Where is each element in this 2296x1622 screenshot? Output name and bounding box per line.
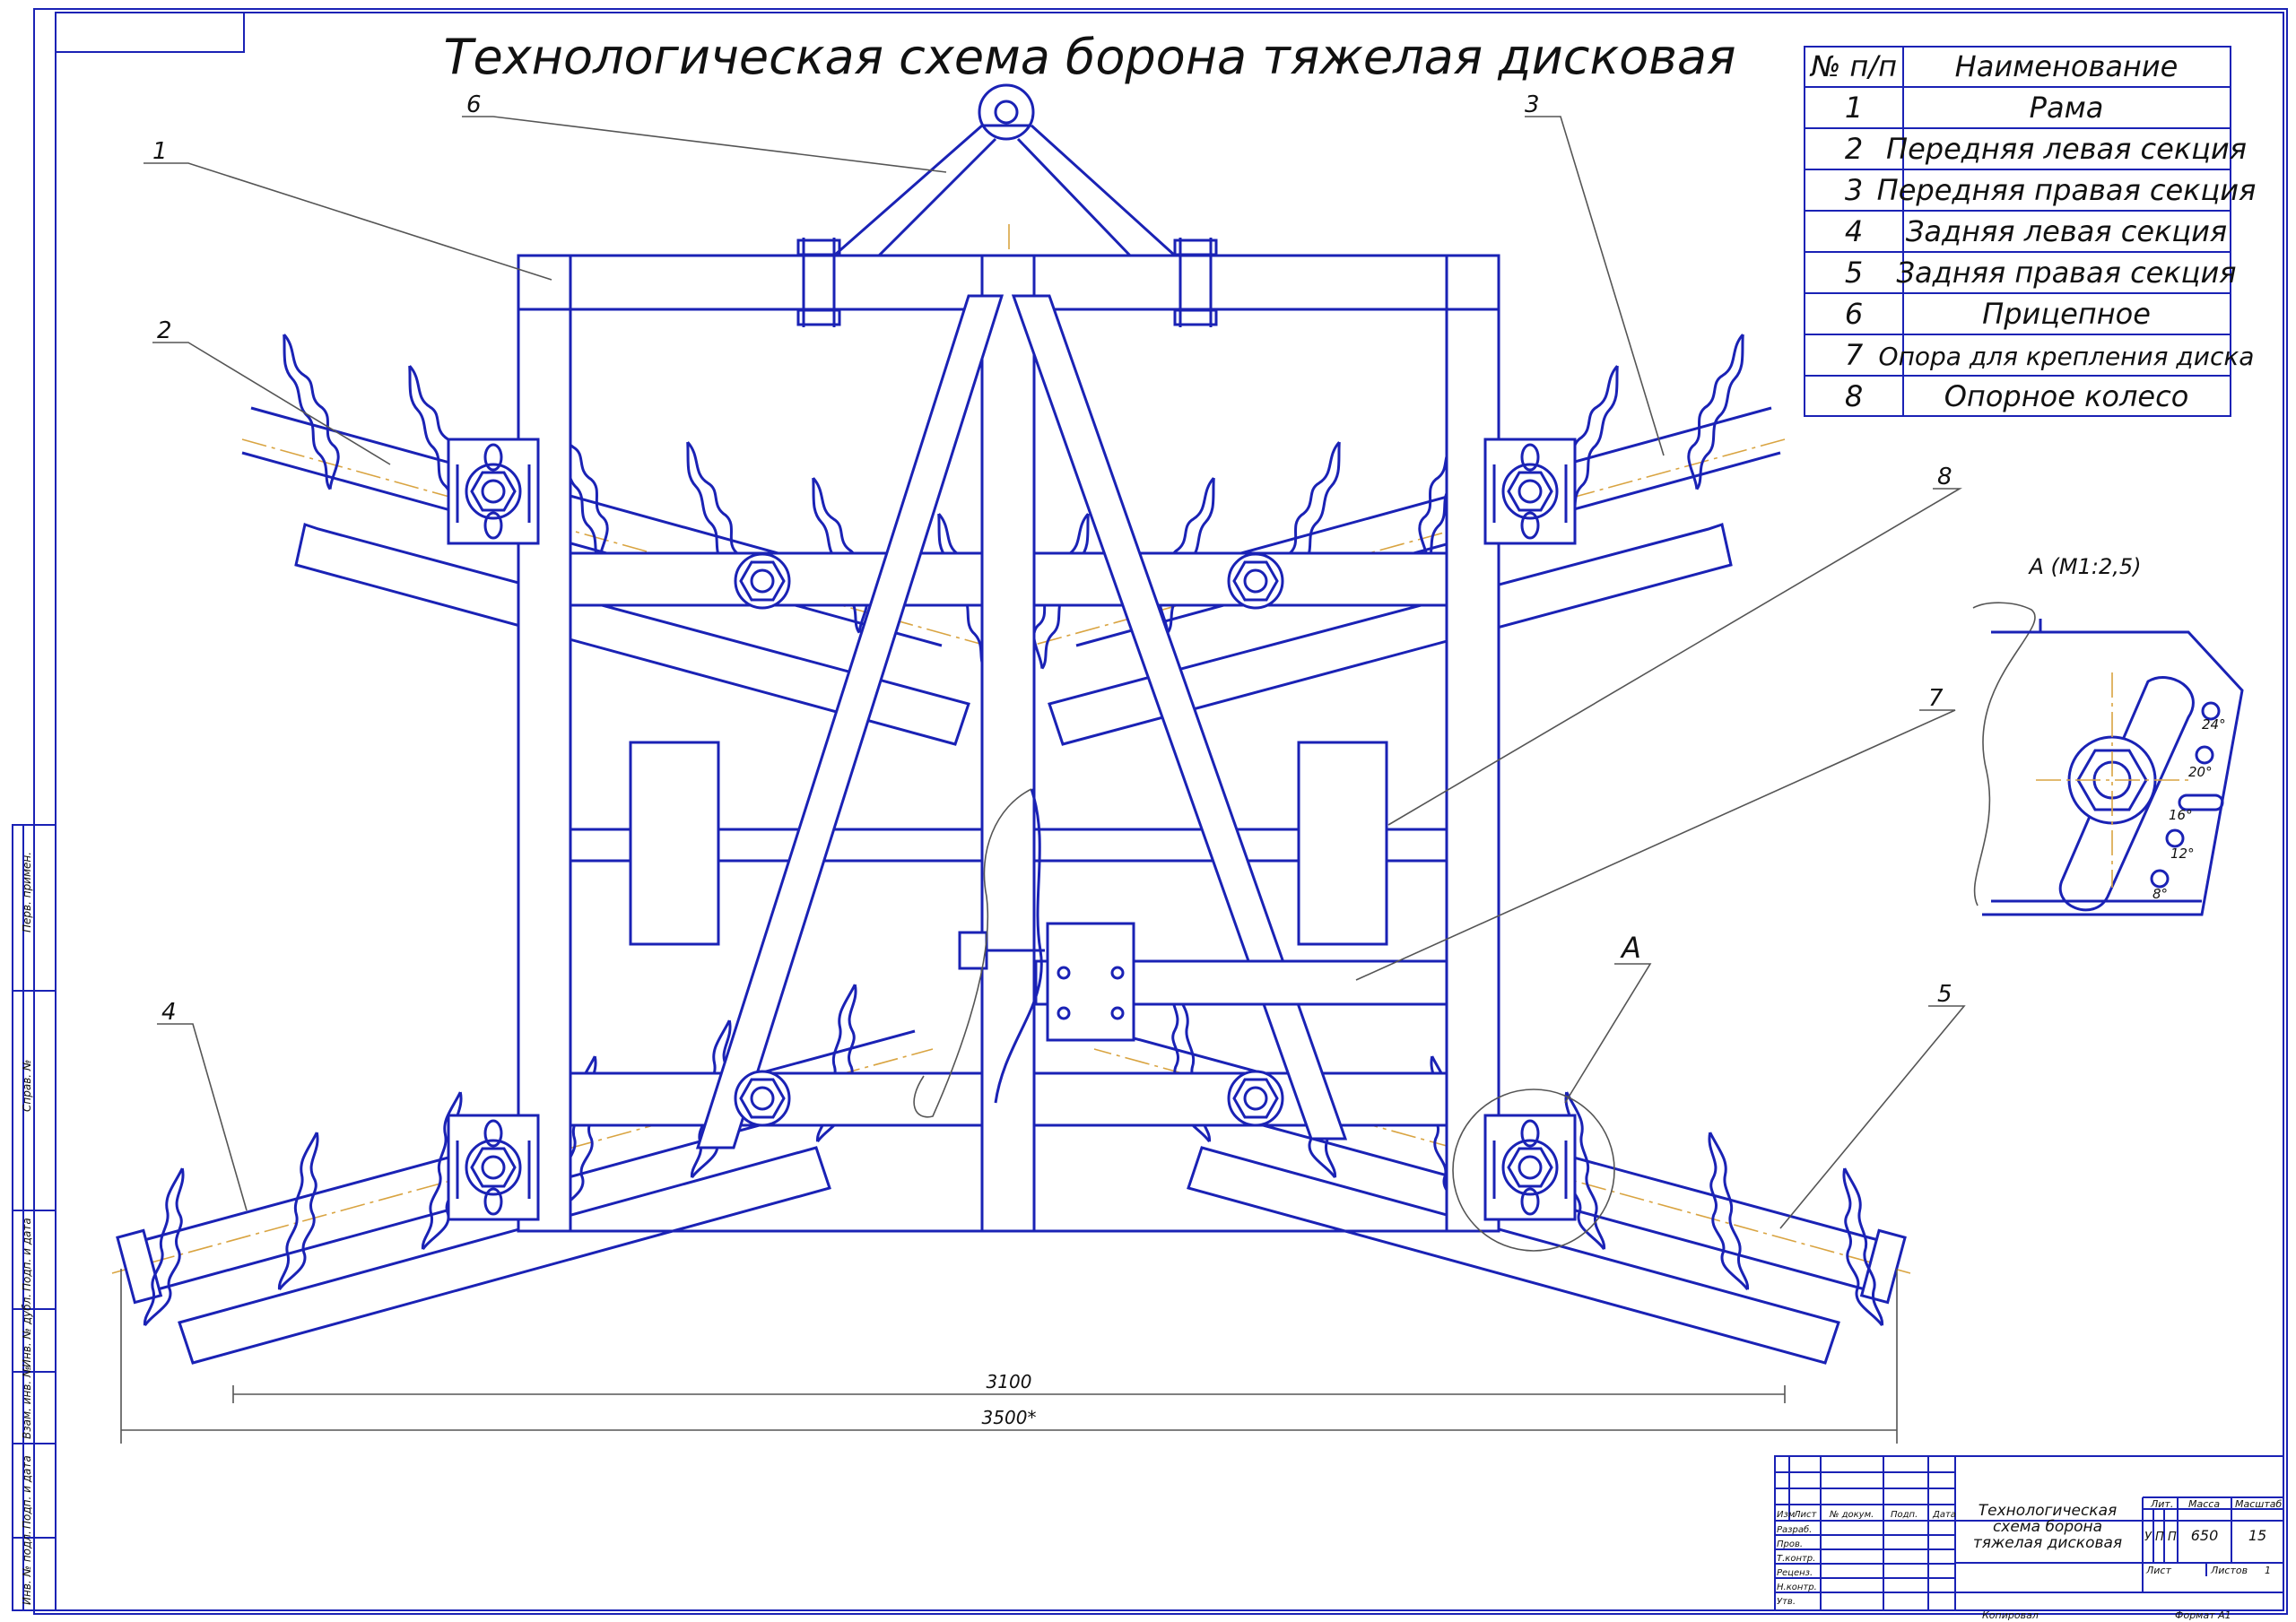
detail-a-circle <box>1452 1089 1615 1252</box>
table-row-num: 6 <box>1845 297 1863 331</box>
tb-name-line: тяжелая дисковая <box>1973 1534 2122 1552</box>
front-right-gang <box>1024 327 1786 746</box>
table-row-name: Опора для крепления диска <box>1879 342 2255 371</box>
callout-4: 4 <box>161 999 177 1026</box>
tb-format: Формат А1 <box>2175 1609 2231 1621</box>
table-row-num: 7 <box>1845 338 1864 372</box>
callout-7: 7 <box>1928 685 1944 712</box>
tb-scale: 15 <box>2248 1527 2266 1544</box>
tb-lit-label: Лит. <box>2150 1498 2173 1510</box>
table-row-name: Опорное колесо <box>1944 379 2189 413</box>
tb-col-header: Изм <box>1777 1510 1796 1520</box>
callout-1: 1 <box>152 138 168 165</box>
dim-inner: 3100 <box>987 1371 1032 1392</box>
table-row-name: Задняя правая секция <box>1896 256 2236 290</box>
table-row-name: Передняя левая секция <box>1886 132 2247 166</box>
tb-name-line: Технологическая <box>1979 1502 2117 1520</box>
callout-6: 6 <box>466 91 482 118</box>
tb-lit-value: П <box>2168 1531 2177 1544</box>
tb-role: Пров. <box>1777 1540 1803 1549</box>
tb-copied: Копировал <box>1982 1609 2039 1621</box>
stamp-replace-inv: Взам. инв. № <box>21 1366 33 1439</box>
stamp-sign-date: Подп. и дата <box>21 1218 33 1291</box>
table-row-num: 3 <box>1845 173 1863 207</box>
tb-col-header: Подп. <box>1891 1510 1918 1520</box>
angle-label: 12° <box>2170 846 2195 862</box>
tb-role: Реценз. <box>1777 1568 1813 1578</box>
callout-8: 8 <box>1937 464 1952 490</box>
tb-col-header: Лист <box>1793 1510 1818 1520</box>
tb-sheets-label: Листов <box>2210 1565 2248 1576</box>
table-row-num: 5 <box>1845 256 1863 290</box>
table-header-num: № п/п <box>1809 49 1897 83</box>
stamp-ref-no: Справ. № <box>21 1060 33 1112</box>
tb-col-header: Дата <box>1932 1510 1956 1520</box>
stamp-orig-inv: Инв. № подл. <box>21 1531 33 1605</box>
stamp-dup-inv: Инв. № дубл. <box>21 1294 33 1367</box>
detail-a-title: А (М1:2,5) <box>2027 554 2141 579</box>
table-header-name: Наименование <box>1955 49 2179 83</box>
corner-stamp <box>55 12 245 53</box>
callout-3: 3 <box>1525 91 1540 118</box>
table-row-name: Передняя правая секция <box>1877 173 2257 207</box>
front-left-gang <box>241 327 1003 746</box>
tb-col-header: № докум. <box>1829 1510 1874 1520</box>
left-stamp <box>12 824 57 1611</box>
table-row-num: 4 <box>1845 214 1863 248</box>
tb-sheets: 1 <box>2265 1565 2271 1576</box>
stamp-sign-date-2: Подп. и дата <box>21 1455 33 1529</box>
inner-frame <box>55 12 2284 1611</box>
outer-frame <box>33 8 2288 1615</box>
angle-label: 16° <box>2169 807 2193 823</box>
parts-table <box>1804 46 2231 417</box>
main-frame <box>448 254 1575 1233</box>
callout-5: 5 <box>1937 981 1952 1008</box>
tb-lit-value: У <box>2144 1531 2152 1544</box>
tb-role: Н.контр. <box>1777 1583 1817 1592</box>
table-row-num: 2 <box>1845 132 1863 166</box>
callout-2: 2 <box>157 317 172 344</box>
detail-a-view <box>1972 602 2244 916</box>
tb-mass: 650 <box>2191 1527 2219 1544</box>
angle-label: 24° <box>2202 716 2226 733</box>
tb-role: Т.контр. <box>1777 1554 1815 1564</box>
stamp-first-use: Перв. примен. <box>21 852 33 932</box>
tb-mass-label: Масса <box>2188 1498 2220 1510</box>
tb-role: Утв. <box>1777 1597 1796 1607</box>
tb-lit-value: П <box>2155 1531 2164 1544</box>
table-row-num: 1 <box>1845 91 1863 125</box>
dim-outer: 3500* <box>982 1407 1037 1428</box>
table-row-name: Рама <box>2030 91 2104 125</box>
leader-lines <box>144 116 1966 1229</box>
dimension-lines <box>120 1269 1898 1444</box>
title-block <box>1774 1455 2284 1611</box>
tb-name-line: схема борона <box>1993 1518 2102 1536</box>
angle-label: 20° <box>2188 764 2213 780</box>
drawing-title: Технологическая схема борона тяжелая дис… <box>443 29 1735 85</box>
table-row-num: 8 <box>1845 379 1863 413</box>
table-row-name: Задняя левая секция <box>1906 214 2227 248</box>
tb-scale-label: Масштаб <box>2235 1498 2282 1510</box>
table-row-name: Прицепное <box>1982 297 2151 331</box>
callout-a: A <box>1620 931 1641 965</box>
angle-label: 8° <box>2152 886 2168 902</box>
tb-sheet-label: Лист <box>2145 1565 2171 1576</box>
tb-role: Разраб. <box>1777 1524 1812 1535</box>
